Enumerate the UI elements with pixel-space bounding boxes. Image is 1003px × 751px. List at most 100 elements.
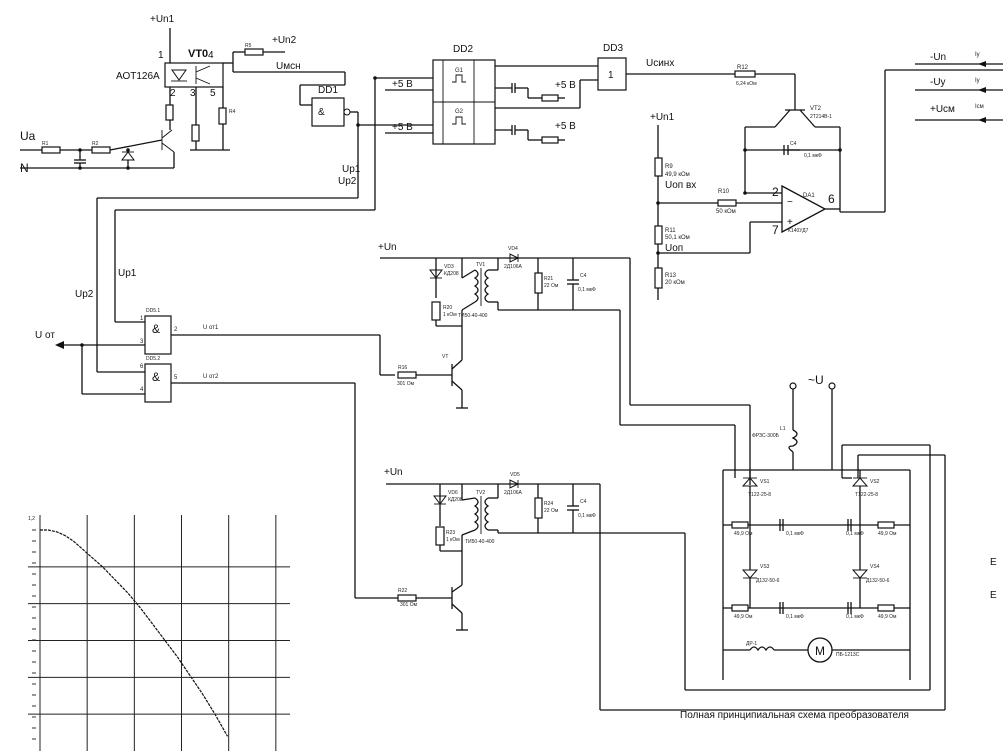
y-max-label: 1,2 bbox=[28, 516, 35, 522]
pin-label: 1 bbox=[140, 316, 144, 322]
r12-value: 6,24 кОм bbox=[736, 81, 757, 87]
c-snub-value: 0,1 мкФ bbox=[786, 614, 804, 620]
l1-type: ФРЗС-300Б bbox=[752, 433, 780, 439]
da1-type: К140УД7 bbox=[788, 228, 809, 234]
p5v-label: +5 В bbox=[392, 79, 413, 90]
uot-label: U от bbox=[35, 330, 55, 341]
r5-label: R5 bbox=[245, 43, 252, 49]
vs4-label: VS4 bbox=[870, 564, 880, 570]
dd2-label: DD2 bbox=[453, 44, 473, 55]
schematic-caption: Полная принципиальная схема преобразоват… bbox=[680, 709, 909, 721]
r22-value: 301 Ом bbox=[400, 602, 418, 608]
r9-label: R9 bbox=[665, 164, 673, 170]
r22-resistor bbox=[397, 594, 417, 602]
uot2-label: U от2 bbox=[203, 374, 219, 380]
r12-resistor bbox=[734, 70, 756, 78]
vd-type: КД208 bbox=[444, 271, 459, 277]
tv1-label: TV1 bbox=[476, 262, 485, 268]
pin-label: 6 bbox=[140, 364, 144, 370]
c4-value: 0,1 мкФ bbox=[804, 153, 822, 159]
r24-label: R24 bbox=[544, 501, 553, 507]
p5v-label: +5 В bbox=[555, 80, 576, 91]
r16-resistor bbox=[397, 371, 417, 379]
r13-value: 20 кОм bbox=[665, 280, 685, 286]
un-label: +Un bbox=[378, 242, 397, 253]
pin-label: 2 bbox=[772, 185, 779, 199]
r21-label: R21 bbox=[544, 276, 553, 282]
dd3-label: DD3 bbox=[603, 43, 623, 54]
c-label: C4 bbox=[580, 273, 587, 279]
pin-label: 4 bbox=[208, 50, 214, 61]
vt0-label: VT0 bbox=[188, 48, 208, 60]
r10-resistor bbox=[717, 199, 737, 207]
r16-label: R16 bbox=[398, 365, 407, 371]
dd1-gate bbox=[311, 97, 345, 127]
r-snub-4 bbox=[877, 604, 895, 612]
minus-uy-label: -Uy bbox=[930, 77, 946, 88]
up1-label: Up1 bbox=[118, 268, 137, 279]
c-label: C4 bbox=[580, 499, 587, 505]
dd5-2-gate bbox=[144, 363, 172, 403]
vs-type: Т122-25-8 bbox=[855, 492, 878, 498]
uot1-label: U от1 bbox=[203, 325, 219, 331]
vd3-label: VD3 bbox=[444, 264, 454, 270]
r-dd2b bbox=[541, 136, 559, 144]
g1-label: G1 bbox=[455, 68, 464, 74]
r9-value: 49,9 кОм bbox=[665, 172, 690, 178]
r20-value: 1 кОм bbox=[443, 312, 457, 318]
un-label: +Un bbox=[384, 467, 403, 478]
vd-bridge-type: Д132-50-6 bbox=[756, 578, 780, 584]
c-snub-value: 0,1 мкФ bbox=[846, 531, 864, 537]
da1-opamp bbox=[781, 184, 827, 234]
aot-label: АОТ126А bbox=[116, 71, 160, 82]
r-snub-value: 49,9 Ом bbox=[878, 531, 897, 537]
r12-label: R12 bbox=[737, 65, 749, 71]
r11-resistor bbox=[654, 225, 663, 245]
gate-symbol: 1 bbox=[608, 70, 614, 81]
vd5-label: VD5 bbox=[510, 472, 520, 478]
pin-label: 3 bbox=[140, 339, 144, 345]
r-dd2a bbox=[541, 94, 559, 102]
ac-label: ~U bbox=[808, 373, 824, 387]
opamp-plus: + bbox=[787, 217, 793, 228]
optocoupler-body bbox=[164, 62, 224, 88]
r21-value: 22 Ом bbox=[544, 283, 559, 289]
usinh-label: Uсинх bbox=[646, 58, 674, 69]
vs2-label: VS2 bbox=[870, 479, 880, 485]
vd-type: 2Д106А bbox=[504, 490, 523, 496]
r7-resistor bbox=[165, 104, 174, 121]
pin-label: 4 bbox=[140, 387, 144, 393]
r23-value: 1 кОм bbox=[446, 537, 460, 543]
pin-label: 6 bbox=[828, 192, 835, 206]
opamp-minus: − bbox=[787, 197, 793, 208]
r10-label: R10 bbox=[718, 189, 730, 195]
pin-label: 7 bbox=[772, 223, 779, 237]
dd5-1-gate bbox=[144, 315, 172, 355]
r4-label: R4 bbox=[229, 109, 236, 115]
uop-vh-label: Uоп вх bbox=[665, 180, 696, 191]
up1-label: Up1 bbox=[342, 164, 361, 175]
c-snub-value: 0,1 мкФ bbox=[846, 614, 864, 620]
vd-type: КД208 bbox=[448, 497, 463, 503]
characteristic-chart: 1,2 bbox=[28, 510, 290, 751]
plus-ucm-label: +Uсм bbox=[930, 104, 955, 115]
r2-resistor bbox=[91, 146, 111, 154]
gate-symbol: & bbox=[152, 322, 160, 336]
tv2-label: TV2 bbox=[476, 490, 485, 496]
r-snub-value: 49,9 Ом bbox=[734, 531, 753, 537]
r24-value: 22 Ом bbox=[544, 508, 559, 514]
uop-label: Uоп bbox=[665, 243, 683, 254]
r20-label: R20 bbox=[443, 305, 452, 311]
un2-label: +Un2 bbox=[272, 35, 297, 46]
un1-label: +Un1 bbox=[150, 14, 175, 25]
r5-resistor bbox=[244, 48, 264, 56]
pin-label: 5 bbox=[174, 375, 178, 381]
r2-label: R2 bbox=[92, 141, 99, 147]
tv2-type: ТИ50-40-400 bbox=[465, 539, 495, 545]
r23-label: R23 bbox=[446, 530, 455, 536]
p5v-label: +5 В bbox=[555, 121, 576, 132]
r10-value: 50 кОм bbox=[716, 209, 736, 215]
r24-resistor bbox=[534, 497, 543, 519]
pin-label: 2 bbox=[174, 327, 178, 333]
